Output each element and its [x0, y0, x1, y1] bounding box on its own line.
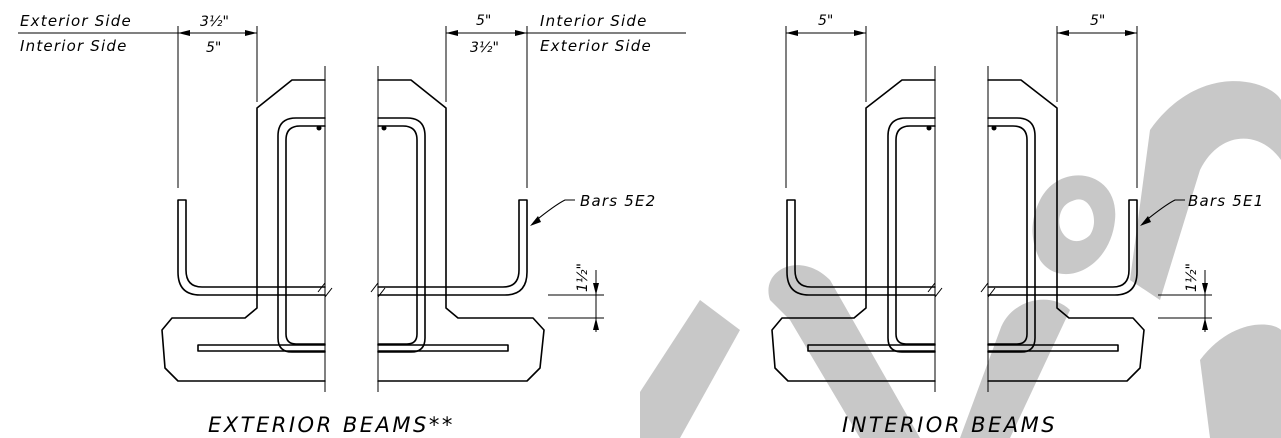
interior-left-half-outline	[771, 79, 936, 382]
exterior-left-half-outline	[161, 79, 326, 382]
interior-cover-dim: 1½"	[1184, 263, 1200, 292]
interior-stirrup-left-inner	[895, 125, 936, 345]
interior-dim-arrow-right-b	[1125, 30, 1137, 36]
interior-break-symbol-right	[980, 281, 996, 299]
interior-u-bar-right	[987, 199, 1138, 296]
exterior-cover-arrow-bottom	[593, 318, 599, 330]
exterior-left-top-dim: 3½"	[200, 14, 229, 30]
interior-right-half-outline	[987, 79, 1145, 382]
exterior-bar-label: Bars 5E2	[580, 192, 656, 210]
exterior-stirrup-left	[277, 117, 326, 353]
interior-bar-dot-left	[926, 125, 932, 131]
exterior-left-bottom-label: Interior Side	[20, 37, 128, 55]
exterior-bar-leader	[533, 199, 575, 223]
exterior-bar-leader-arrow	[530, 216, 541, 226]
interior-left-dim: 5"	[818, 13, 833, 29]
exterior-right-top-dim: 5"	[476, 13, 491, 29]
exterior-right-top-label: Interior Side	[540, 12, 648, 30]
interior-dim-arrow-right-a	[1057, 30, 1069, 36]
interior-dim-arrow-left-a	[786, 30, 798, 36]
interior-dim-arrow-left-b	[854, 30, 866, 36]
interior-cover-arrow-top	[1202, 283, 1208, 295]
exterior-stirrup-right	[377, 117, 426, 353]
interior-title: INTERIOR BEAMS	[842, 413, 1057, 437]
exterior-right-bottom-dim: 3½"	[470, 40, 499, 56]
interior-bar-leader-arrow	[1140, 216, 1151, 226]
interior-bar-label: Bars 5E1	[1188, 192, 1264, 210]
interior-cover-arrow-bottom	[1202, 318, 1208, 330]
exterior-dim-arrow-left-b	[245, 30, 257, 36]
exterior-left-bottom-dim: 5"	[206, 40, 221, 56]
exterior-stirrup-right-inner	[377, 125, 418, 345]
exterior-cover-dim: 1½"	[575, 263, 591, 292]
interior-bottom-strand-right	[987, 344, 1119, 352]
exterior-u-bar-right	[377, 199, 528, 296]
interior-stirrup-left	[887, 117, 936, 353]
exterior-title: EXTERIOR BEAMS**	[208, 413, 455, 437]
exterior-dim-arrow-right-a	[446, 30, 458, 36]
exterior-break-symbol-right	[370, 281, 386, 299]
interior-bottom-strand-left	[807, 344, 936, 352]
exterior-bar-dot-right	[381, 125, 387, 131]
exterior-bottom-strand-right	[377, 344, 509, 352]
exterior-u-bar-left	[177, 199, 326, 296]
exterior-beam-detail: Exterior Side Interior Side 3½" 5" 5" 3½…	[18, 12, 686, 437]
exterior-dim-arrow-right-b	[515, 30, 527, 36]
exterior-cover-arrow-top	[593, 283, 599, 295]
interior-right-dim: 5"	[1090, 13, 1105, 29]
exterior-left-top-label: Exterior Side	[20, 12, 132, 30]
exterior-stirrup-left-inner	[285, 125, 326, 345]
exterior-bottom-strand-left	[197, 344, 326, 352]
exterior-bar-dot-left	[316, 125, 322, 131]
interior-u-bar-left	[786, 199, 936, 296]
interior-stirrup-right-inner	[987, 125, 1028, 345]
watermark	[640, 81, 1281, 438]
exterior-right-bottom-label: Exterior Side	[540, 37, 652, 55]
exterior-right-half-outline	[377, 79, 545, 382]
interior-bar-dot-right	[991, 125, 997, 131]
exterior-dim-arrow-left-a	[178, 30, 190, 36]
interior-beam-detail: 5" 5" Bars 5E1 1½" INTERIOR BEAMS	[771, 13, 1264, 437]
